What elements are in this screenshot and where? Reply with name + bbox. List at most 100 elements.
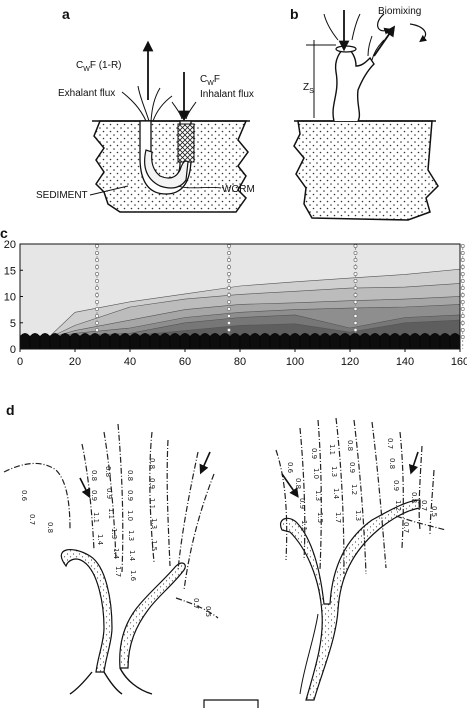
right-contour-value: 0.5 bbox=[430, 506, 438, 517]
contour-line bbox=[103, 431, 117, 561]
left-contour-value: 0.9 bbox=[105, 488, 113, 499]
chart-burrow-mark bbox=[179, 333, 191, 350]
contour-line bbox=[275, 449, 288, 561]
panel-d-left-flow-arrow-icon bbox=[79, 477, 91, 499]
left-contour-value: 1.3 bbox=[150, 518, 158, 529]
sediment-label: SEDIMENT bbox=[36, 190, 88, 201]
chart-burrow-mark bbox=[329, 333, 341, 350]
panel-b-tube-opening bbox=[335, 45, 357, 53]
contour-line bbox=[395, 515, 447, 531]
panel-b-up-arrow-icon bbox=[373, 25, 396, 57]
right-contour-value: 0.8 bbox=[388, 458, 396, 469]
panel-d-right-flow-arrow-icon bbox=[408, 451, 419, 475]
sediment-leader-line bbox=[89, 185, 129, 196]
panel-d-left-branch bbox=[119, 562, 186, 669]
left-contour-value: 1.4 bbox=[128, 550, 136, 562]
panel-b-sediment bbox=[293, 120, 439, 221]
right-contour-value: 1.1 bbox=[328, 444, 336, 455]
right-contour-value: 0.8 bbox=[410, 492, 418, 503]
chart-x-tick-label: 0 bbox=[17, 356, 23, 368]
left-contour-value: 0.7 bbox=[192, 598, 200, 609]
biomixing-arrow-icon bbox=[409, 23, 428, 43]
zs-label: ZS bbox=[303, 82, 314, 95]
biomixing-arrow-icon bbox=[377, 13, 392, 35]
panel-a-plume-line bbox=[121, 91, 147, 122]
inhalant-formula: CWF bbox=[200, 74, 220, 87]
chart-burrow-mark bbox=[89, 333, 101, 350]
panel-d-left-flow-arrow-icon bbox=[199, 451, 211, 475]
left-contour-value: 1.1 bbox=[92, 512, 100, 523]
scale-bar bbox=[203, 699, 259, 708]
chart-burrow-mark bbox=[159, 333, 171, 350]
chart-burrow-row bbox=[19, 333, 461, 350]
chart-burrow-mark bbox=[19, 333, 31, 350]
chart-burrow-mark bbox=[399, 333, 411, 350]
left-contour-value: 0.8 bbox=[148, 458, 156, 469]
panel-a-inflow-line bbox=[185, 101, 197, 120]
contour-line bbox=[399, 431, 404, 549]
exhalant-formula: CWF (1-R) bbox=[76, 60, 122, 73]
chart-burrow-mark bbox=[139, 333, 151, 350]
chart-burrow-mark bbox=[289, 333, 301, 350]
panel-d-right-flow-arrow-icon bbox=[281, 473, 299, 498]
chart-burrow-mark bbox=[259, 333, 271, 350]
chart-burrow-mark bbox=[239, 333, 251, 350]
chart-burrow-mark bbox=[339, 333, 351, 350]
chart-burrow-mark bbox=[249, 333, 261, 350]
right-contour-value: 0.7 bbox=[386, 438, 394, 449]
right-contour-value: 0.8 bbox=[294, 478, 302, 489]
right-contour-value: 0.9 bbox=[348, 462, 356, 473]
chart-burrow-mark bbox=[169, 333, 181, 350]
panel-a-plume-line bbox=[137, 85, 150, 122]
chart-burrow-mark bbox=[309, 333, 321, 350]
panel-a-label: a bbox=[62, 6, 70, 22]
chart-burrow-mark bbox=[49, 333, 61, 350]
panel-b-flow-line bbox=[323, 13, 339, 41]
panel-a-plume-line bbox=[152, 95, 173, 122]
right-contour-value: 0.7 bbox=[420, 500, 428, 511]
panel-b-plume-line bbox=[367, 35, 373, 57]
chart-burrow-mark bbox=[79, 333, 91, 350]
left-contour-value: 1.1 bbox=[107, 508, 115, 519]
panel-d: d 0.80.91.11.40.80.9 bbox=[3, 402, 447, 708]
chart-burrow-mark bbox=[389, 333, 401, 350]
panel-a-mesh bbox=[177, 123, 195, 163]
right-contour-value: 1.4 bbox=[332, 488, 340, 500]
right-contour-value: 0.9 bbox=[310, 448, 318, 459]
chart-burrow-mark bbox=[59, 333, 71, 350]
chart-burrow-mark bbox=[319, 333, 331, 350]
chart-burrow-mark bbox=[189, 333, 201, 350]
panel-d-left-stem bbox=[60, 549, 113, 673]
chart-burrow-mark bbox=[449, 333, 461, 350]
chart-y-tick-label: 15 bbox=[4, 265, 16, 277]
chart-burrow-mark bbox=[129, 333, 141, 350]
left-contour-value: 1.3 bbox=[127, 530, 135, 541]
chart-x-tick-label: 160 bbox=[451, 356, 467, 368]
contour-line bbox=[317, 419, 322, 571]
chart-x-tick-label: 20 bbox=[69, 356, 81, 368]
left-contour-value: 0.8 bbox=[126, 470, 134, 481]
contour-line bbox=[3, 462, 71, 531]
panel-d-right-stem bbox=[280, 499, 421, 701]
left-contour-value: 1.3 bbox=[110, 528, 118, 539]
chart-burrow-mark bbox=[39, 333, 51, 350]
right-contour-value: 0.7 bbox=[402, 522, 410, 533]
chart-burrow-mark bbox=[379, 333, 391, 350]
chart-burrow-mark bbox=[209, 333, 221, 350]
contour-line bbox=[177, 451, 199, 571]
chart-burrow-mark bbox=[109, 333, 121, 350]
panel-c-label: c bbox=[0, 225, 8, 241]
chart-burrow-mark bbox=[149, 333, 161, 350]
biomixing-label: Biomixing bbox=[378, 6, 421, 17]
chart-y-tick-label: 10 bbox=[4, 292, 16, 304]
contour-line bbox=[418, 445, 423, 531]
chart-burrow-mark bbox=[409, 333, 421, 350]
contour-line bbox=[149, 431, 155, 563]
right-contour-value: 1.2 bbox=[350, 484, 358, 495]
panel-a-worm bbox=[144, 149, 189, 189]
panel-d-left-foot bbox=[69, 667, 153, 695]
worm-leader-line bbox=[177, 185, 222, 189]
left-contour-value: 0.8 bbox=[90, 470, 98, 481]
